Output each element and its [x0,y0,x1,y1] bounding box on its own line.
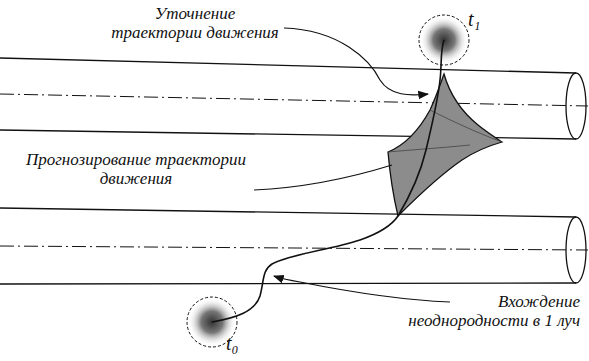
callout-label: Уточнение траектории движения [110,4,280,42]
trajectory [212,40,444,322]
time-label: t₀ [226,332,256,354]
beam-tube [0,208,588,284]
leader-line [284,28,428,95]
leader-line [254,165,392,190]
leader-line [274,276,450,302]
prediction-region [388,74,502,216]
inhomogeneity-blob [187,15,469,347]
callout-label: Вхождение неоднородности в 1 луч [400,292,580,330]
time-label: t₁ [468,8,498,30]
beam-tube [0,58,588,139]
callout-label: Прогнозирование траектории движения [20,150,252,188]
